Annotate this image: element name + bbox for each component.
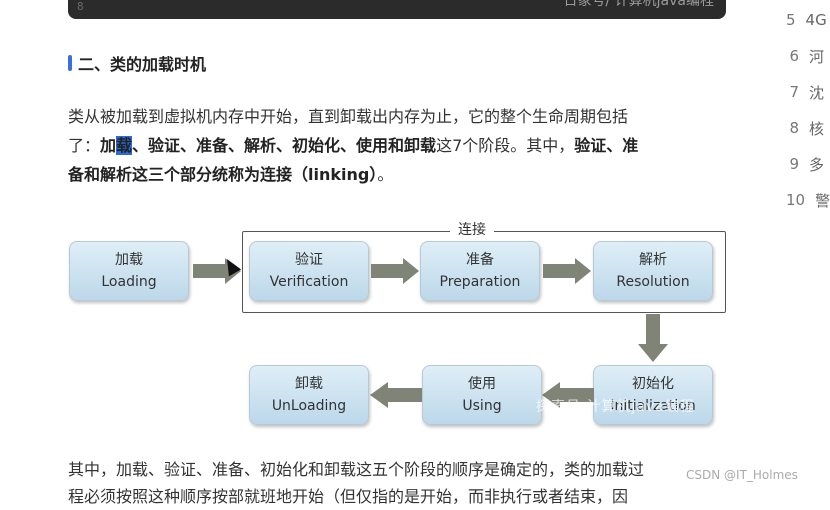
section-title: 二、类的加载时机: [78, 55, 207, 74]
stage-loading: 加载 Loading: [69, 241, 189, 301]
para-line-2: 了：加载、验证、准备、解析、初始化、使用和卸载这7个阶段。其中，验证、准: [68, 131, 716, 160]
stage-zh: 验证: [295, 252, 323, 268]
para-line-3: 备和解析这三个部分统称为连接（linking）。: [68, 160, 716, 189]
stage-initialization: 初始化 Initialization: [593, 365, 713, 425]
toc-label: 警: [815, 191, 830, 210]
arrow-right-icon: [371, 258, 421, 284]
stage-en: Resolution: [616, 274, 690, 290]
toc-label: 4G: [805, 11, 827, 29]
diagram-watermark: 探索号·计算机java编程: [536, 399, 695, 415]
stage-zh: 初始化: [632, 376, 674, 392]
stage-zh: 使用: [468, 376, 496, 392]
code-line-number: 8: [77, 0, 84, 13]
arrow-right-icon: [543, 258, 593, 284]
csdn-watermark: CSDN @IT_Holmes: [686, 468, 798, 482]
toc-label: 河: [808, 47, 824, 66]
para-bold: 加: [100, 136, 117, 155]
stage-en: Initialization: [610, 398, 696, 414]
code-block-tail: 8 日象号/ 计算机java编程: [68, 0, 726, 19]
stage-zh: 卸载: [295, 376, 323, 392]
para2-line-1: 其中，加载、验证、准备、初始化和卸载这五个阶段的顺序是确定的，类的加载过: [68, 460, 645, 479]
toc-item[interactable]: 10 警: [786, 182, 830, 218]
para-bold: 验证、准: [574, 136, 639, 155]
class-lifecycle-diagram: 连接 加载 Loading 验证 Verification 准备 Prepara…: [60, 214, 740, 434]
stage-en: Preparation: [439, 274, 521, 290]
heading-marker: [68, 55, 72, 71]
toc-number: 6: [789, 47, 799, 65]
arrow-left-icon: [370, 382, 422, 408]
para2-line-2: 程必须按照这种顺序按部就班地开始（但仅指的是开始，而非执行或者结束，因: [68, 487, 629, 506]
stage-zh: 加载: [115, 252, 143, 268]
arrow-right-icon: [193, 258, 243, 284]
toc-number: 5: [786, 11, 796, 29]
stage-preparation: 准备 Preparation: [420, 241, 540, 301]
toc-number: 10: [786, 191, 806, 209]
toc-label: 核: [808, 119, 824, 138]
body-paragraph-2: 其中，加载、验证、准备、初始化和卸载这五个阶段的顺序是确定的，类的加载过 程必须…: [68, 456, 718, 506]
para-text: 这7个阶段。其中，: [436, 136, 575, 155]
arrow-left-icon: [542, 382, 594, 408]
stage-resolution: 解析 Resolution: [593, 241, 713, 301]
stage-zh: 准备: [466, 252, 494, 268]
body-paragraph: 类从被加载到虚拟机内存中开始，直到卸载出内存为止，它的整个生命周期包括 了：加载…: [68, 102, 716, 189]
para-bold: 、验证、准备、解析、初始化、使用和卸载: [132, 136, 437, 155]
toc-label: 多: [808, 155, 824, 174]
toc-label: 沈: [808, 83, 824, 102]
para-line-1: 类从被加载到虚拟机内存中开始，直到卸载出内存为止，它的整个生命周期包括: [68, 107, 629, 126]
linking-label: 连接: [450, 219, 494, 239]
selected-text[interactable]: 载: [116, 136, 133, 155]
toc-number: 7: [789, 83, 799, 101]
para-text: 了：: [68, 136, 101, 155]
toc-number: 8: [789, 119, 799, 137]
stage-using: 使用 Using: [422, 365, 542, 425]
section-heading: 二、类的加载时机: [68, 52, 206, 74]
toc-item[interactable]: 5 4G: [786, 2, 827, 38]
para-bold: 备和解析这三个部分统称为连接（linking）: [68, 165, 378, 184]
para-text: 。: [377, 165, 394, 184]
stage-unloading: 卸载 UnLoading: [249, 365, 369, 425]
code-watermark: 日象号/ 计算机java编程: [563, 0, 715, 9]
stage-en: Verification: [269, 274, 349, 290]
stage-verification: 验证 Verification: [249, 241, 369, 301]
toc-number: 9: [789, 155, 799, 173]
arrow-down-icon: [638, 314, 668, 364]
stage-en: Using: [462, 398, 502, 414]
stage-zh: 解析: [639, 252, 667, 268]
stage-en: Loading: [101, 274, 157, 290]
stage-en: UnLoading: [271, 398, 347, 414]
